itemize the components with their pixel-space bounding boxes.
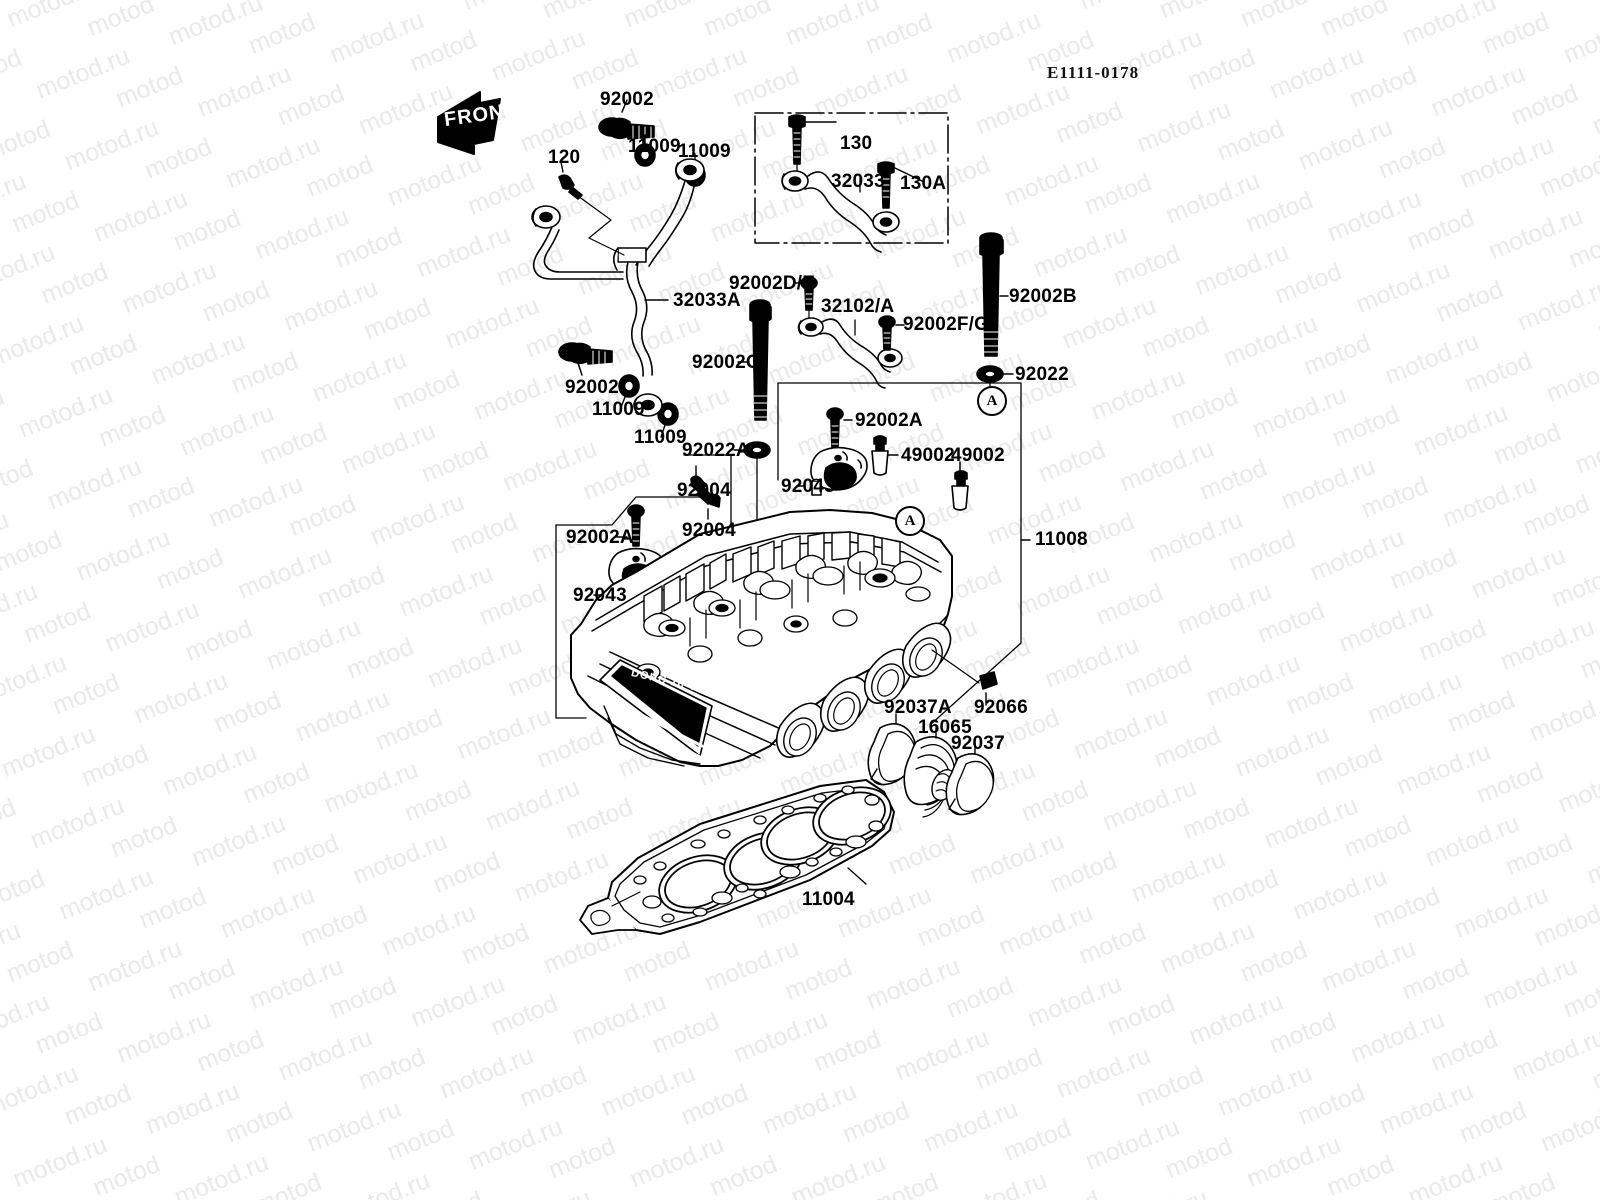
part-92002A-bolt-mid [826, 407, 853, 450]
part-11004-head-gasket [579, 779, 895, 935]
part-label-120: 120 [548, 147, 581, 168]
part-label-92004-b: 92004 [682, 520, 736, 541]
part-label-92002DE: 92002D/E [729, 273, 816, 294]
part-label-92004-a: 92004 [677, 480, 731, 501]
part-label-49002-b: 49002 [951, 445, 1005, 466]
part-label-92043-mid: 92043 [781, 476, 835, 497]
part-label-92037A: 92037A [884, 697, 952, 718]
part-label-92002A-mid: 92002A [855, 410, 923, 431]
part-label-130A: 130A [900, 173, 947, 194]
part-label-92002-top: 92002 [600, 89, 654, 110]
part-label-92002-left: 92002 [565, 377, 619, 398]
part-label-11009-c: 11009 [592, 399, 645, 420]
part-label-11009-d: 11009 [634, 427, 687, 448]
part-label-92002A-left: 92002A [566, 527, 634, 548]
part-label-92002FG: 92002F/G [903, 314, 990, 335]
part-49002-plug-b [951, 461, 969, 511]
part-label-130: 130 [840, 133, 873, 154]
callout-A-marker-head: A [895, 506, 925, 536]
part-92002B-bolt [979, 232, 1009, 357]
part-label-92066: 92066 [974, 697, 1028, 718]
part-label-92022: 92022 [1015, 364, 1069, 385]
part-label-32033: 32033 [831, 171, 885, 192]
part-label-32102A: 32102/A [821, 296, 895, 317]
part-label-92002B: 92002B [1009, 286, 1077, 307]
callout-A-marker-right: A [977, 386, 1007, 416]
part-130-bolt [788, 114, 837, 177]
part-label-11009-a: 11009 [628, 136, 681, 157]
part-49002-plug-a [871, 435, 899, 476]
part-label-49002-a: 49002 [901, 445, 955, 466]
part-label-92037: 92037 [951, 733, 1005, 754]
part-92002-bolt-left [558, 342, 613, 376]
part-label-11009-b: 11009 [678, 141, 731, 162]
reference-code: E1111-0178 [1047, 63, 1140, 82]
part-label-92002C: 92002C [692, 352, 760, 373]
part-label-11008: 11008 [1035, 529, 1088, 550]
part-92002FG-bolt [878, 315, 905, 351]
part-label-92043-left: 92043 [573, 585, 627, 606]
part-label-11004: 11004 [802, 889, 855, 910]
part-label-92022A: 92022A [682, 440, 750, 461]
